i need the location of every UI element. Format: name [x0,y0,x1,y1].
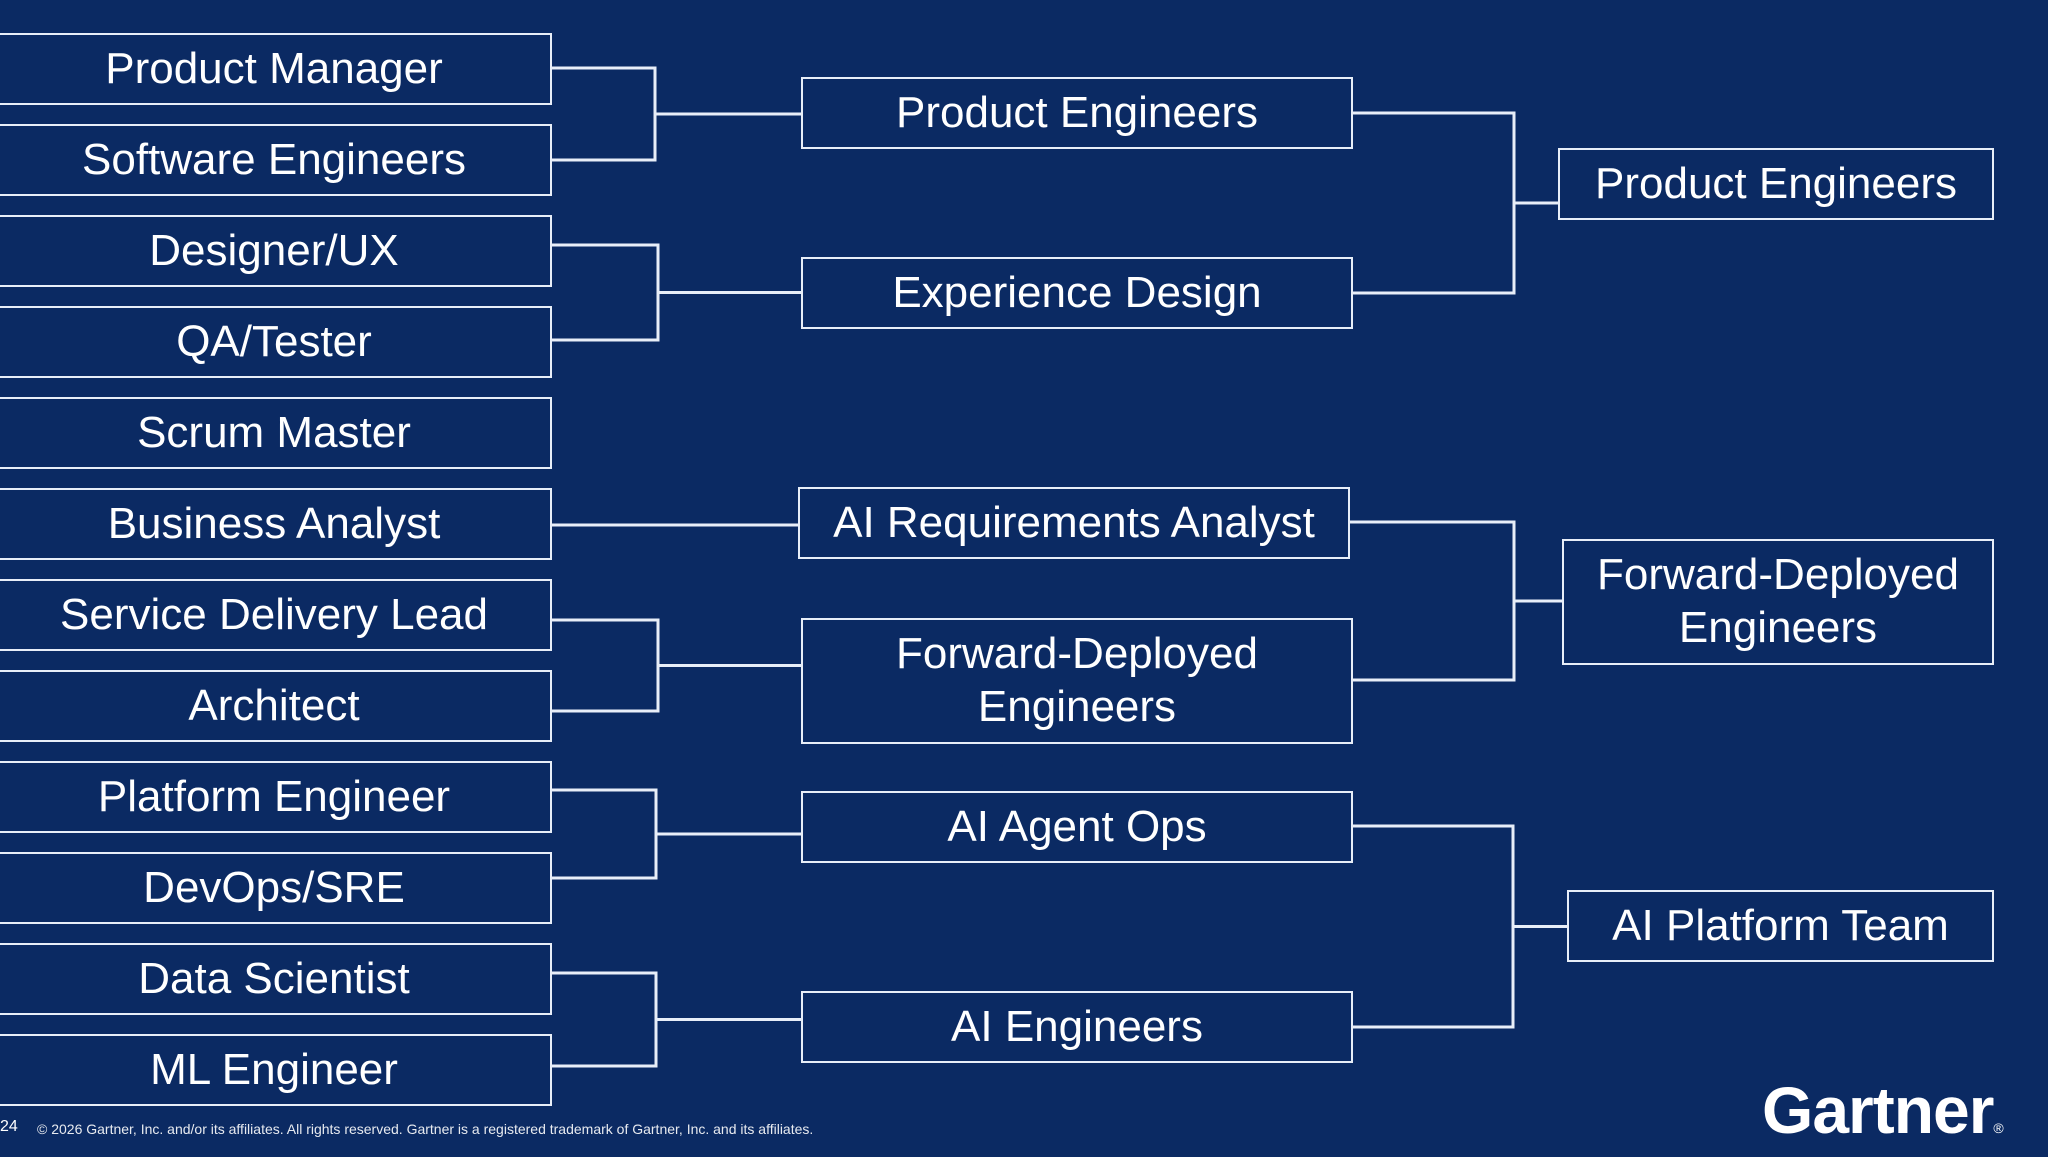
group-label: AI Engineers [951,1001,1203,1051]
role-label: Scrum Master [137,407,411,457]
role-box-data-scientist: Data Scientist [0,943,552,1015]
team-label: AI Platform Team [1612,900,1949,950]
group-label: AI Agent Ops [947,801,1207,851]
role-box-designer-ux: Designer/UX [0,215,552,287]
connector-ai-agent-ops-arms [552,788,658,880]
role-box-devops-sre: DevOps/SRE [0,852,552,924]
team-box-ai-platform-team: AI Platform Team [1567,890,1994,962]
connector-product-engineers-arms [552,66,657,162]
role-label: Designer/UX [149,225,399,275]
role-label: ML Engineer [150,1044,398,1094]
gartner-logo: Gartner® [1762,1072,2004,1148]
group-label: Product Engineers [896,87,1258,137]
role-box-ml-engineer: ML Engineer [0,1034,552,1106]
team-box-forward-deployed-engineers: Forward-Deployed Engineers [1562,539,1994,665]
group-label: AI Requirements Analyst [833,497,1315,547]
team-label: Forward-Deployed Engineers [1597,550,1959,652]
connector-team-product-engineers-arms [1353,111,1516,295]
role-label: Service Delivery Lead [60,589,488,639]
team-label: Product Engineers [1595,158,1957,208]
role-label: Product Manager [105,43,443,93]
role-box-scrum-master: Scrum Master [0,397,552,469]
role-box-software-engineers: Software Engineers [0,124,552,196]
connector-team-ai-platform-arms [1353,824,1515,1029]
group-label: Experience Design [892,267,1262,317]
role-box-service-delivery-lead: Service Delivery Lead [0,579,552,651]
group-box-ai-requirements-analyst: AI Requirements Analyst [798,487,1350,559]
role-label: DevOps/SRE [143,862,405,912]
group-box-forward-deployed-engineers: Forward-Deployed Engineers [801,618,1353,744]
role-label: Data Scientist [138,953,410,1003]
registered-mark: ® [1993,1120,2004,1136]
page-number: 24 [0,1118,18,1135]
role-label: QA/Tester [176,316,372,366]
team-box-product-engineers: Product Engineers [1558,148,1994,220]
group-label: Forward-Deployed Engineers [896,629,1258,731]
role-label: Business Analyst [107,498,441,548]
role-box-platform-engineer: Platform Engineer [0,761,552,833]
group-box-experience-design: Experience Design [801,257,1353,329]
role-box-product-manager: Product Manager [0,33,552,105]
connector-team-forward-deployed-arms [1350,520,1516,682]
role-box-architect: Architect [0,670,552,742]
role-label: Architect [188,680,360,730]
brand-name: Gartner [1762,1073,1994,1147]
role-label: Platform Engineer [97,771,451,821]
role-box-business-analyst: Business Analyst [0,488,552,560]
connector-ai-engineers-arms [552,971,658,1068]
group-box-product-engineers: Product Engineers [801,77,1353,149]
connector-experience-design-arms [552,243,660,342]
copyright-notice: © 2026 Gartner, Inc. and/or its affiliat… [37,1121,814,1137]
group-box-ai-engineers: AI Engineers [801,991,1353,1063]
role-box-qa-tester: QA/Tester [0,306,552,378]
group-box-ai-agent-ops: AI Agent Ops [801,791,1353,863]
role-label: Software Engineers [82,134,466,184]
connector-forward-deployed-engineers-arms [552,618,660,713]
